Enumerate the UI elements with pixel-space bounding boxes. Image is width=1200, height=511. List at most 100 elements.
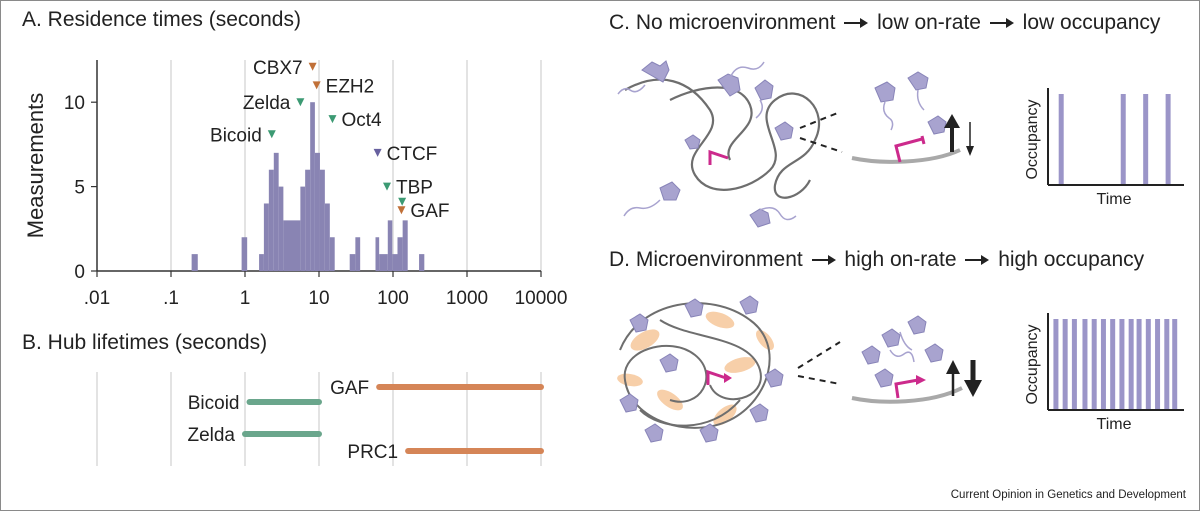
histogram-bar <box>314 152 320 271</box>
y-tick-label: 0 <box>74 262 85 283</box>
cofactor-cloud <box>617 311 774 426</box>
occupancy-event <box>1110 319 1116 410</box>
residence-marker <box>328 115 337 124</box>
occupancy-event <box>1164 319 1170 410</box>
histogram-bar <box>259 254 264 271</box>
residence-marker <box>296 98 305 107</box>
gene-marker-zoom <box>894 378 919 399</box>
residence-marker <box>398 197 407 206</box>
histogram-bar <box>392 254 398 271</box>
marker-label: TBP <box>396 178 433 199</box>
histogram-bar <box>379 254 388 271</box>
histogram-bar <box>397 237 403 271</box>
zoom-lines <box>797 341 841 385</box>
occupancy-x-label: Time <box>1097 416 1132 433</box>
tf-tails <box>617 61 797 221</box>
panel-d-title: D. Microenvironment high on-rate high oc… <box>609 248 1144 272</box>
x-tick-label: 1 <box>240 288 251 309</box>
right-arrow-icon <box>989 18 1014 29</box>
x-tick-label: .01 <box>84 288 110 309</box>
occupancy-event <box>1172 319 1178 410</box>
occupancy-event <box>1058 94 1064 185</box>
gene-marker <box>706 369 727 385</box>
transcription-factors-dense <box>619 295 784 443</box>
histogram-bar <box>263 203 269 271</box>
occupancy-event <box>1071 319 1077 410</box>
residence-marker <box>383 182 392 191</box>
occupancy-event <box>1155 319 1161 410</box>
occupancy-y-label: Occupancy <box>1024 324 1041 404</box>
occupancy-y-label: Occupancy <box>1024 99 1041 179</box>
x-tick-label: 1000 <box>446 288 488 309</box>
right-arrow-icon <box>844 18 869 29</box>
histogram-bar <box>268 169 274 271</box>
histogram-bar <box>387 220 393 271</box>
y-tick-label: 10 <box>64 93 85 114</box>
y-axis-label: Measurements <box>23 93 48 239</box>
right-arrow-icon <box>965 255 990 266</box>
x-tick-label: 10000 <box>515 288 568 309</box>
right-arrow-icon <box>811 255 836 266</box>
occupancy-event <box>1053 319 1059 410</box>
marker-label: Bicoid <box>210 125 262 146</box>
occupancy-event <box>1100 319 1106 410</box>
marker-label: CBX7 <box>253 58 303 79</box>
residence-times-histogram: .01 .1 1 10 100 1000 10000 0 5 10 Measurements CBX7… <box>23 58 568 309</box>
histogram-bar <box>375 237 380 271</box>
histogram-bar <box>300 186 306 271</box>
histogram-bar <box>305 169 311 271</box>
range-label: PRC1 <box>347 442 398 463</box>
occupancy-x-label: Time <box>1097 191 1132 208</box>
marker-label: GAF <box>410 201 449 222</box>
marker-label: Zelda <box>243 93 291 114</box>
x-tick-label: .1 <box>163 288 179 309</box>
histogram-bar <box>191 254 198 271</box>
histogram-bar <box>419 254 425 271</box>
panel-c-title: C. No microenvironment low on-rate low o… <box>609 11 1160 35</box>
x-tick-label: 10 <box>308 288 329 309</box>
residence-marker <box>308 62 317 71</box>
occupancy-event <box>1119 319 1125 410</box>
dna-strand <box>851 386 963 404</box>
histogram-bar <box>349 254 356 271</box>
histogram-bar <box>319 169 325 271</box>
panel-d-title-part-1: D. Microenvironment <box>609 248 803 271</box>
marker-label: Oct4 <box>341 110 382 131</box>
gene-marker-zoom <box>894 137 923 163</box>
transcription-factors <box>641 60 794 228</box>
range-label: Zelda <box>187 425 235 446</box>
occupancy-event <box>1165 94 1171 185</box>
histogram-bar <box>273 152 279 271</box>
chromatin-fiber <box>624 78 821 199</box>
occupancy-event <box>1128 319 1134 410</box>
occupancy-event <box>1145 319 1151 410</box>
histogram-bar <box>329 237 335 271</box>
y-tick-label: 5 <box>74 178 85 199</box>
histogram-bar <box>402 220 408 271</box>
x-tick-label: 100 <box>377 288 409 309</box>
panel-d-title-part-2: high on-rate <box>844 248 957 271</box>
histogram-bar <box>283 220 301 271</box>
occupancy-event <box>1143 94 1149 185</box>
panel-d-illustration <box>617 295 982 443</box>
panel-c-illustration <box>617 60 974 228</box>
chromatin-fiber-dense <box>619 302 771 429</box>
gene-marker <box>708 149 729 165</box>
histogram-bar <box>241 237 248 271</box>
histogram-bar <box>324 203 330 271</box>
journal-credit: Current Opinion in Genetics and Developm… <box>950 489 1186 501</box>
histogram-bar <box>310 102 315 271</box>
histogram-bar <box>278 186 284 271</box>
on-off-arrows-icon <box>944 114 974 156</box>
range-label: Bicoid <box>188 393 240 414</box>
range-label: GAF <box>330 378 369 399</box>
residence-marker <box>397 206 406 215</box>
occupancy-event <box>1082 319 1088 410</box>
panel-c-title-part-3: low occupancy <box>1022 11 1161 34</box>
occupancy-event <box>1136 319 1142 410</box>
marker-label: EZH2 <box>326 76 375 97</box>
panel-b-title: B. Hub lifetimes (seconds) <box>22 331 268 354</box>
